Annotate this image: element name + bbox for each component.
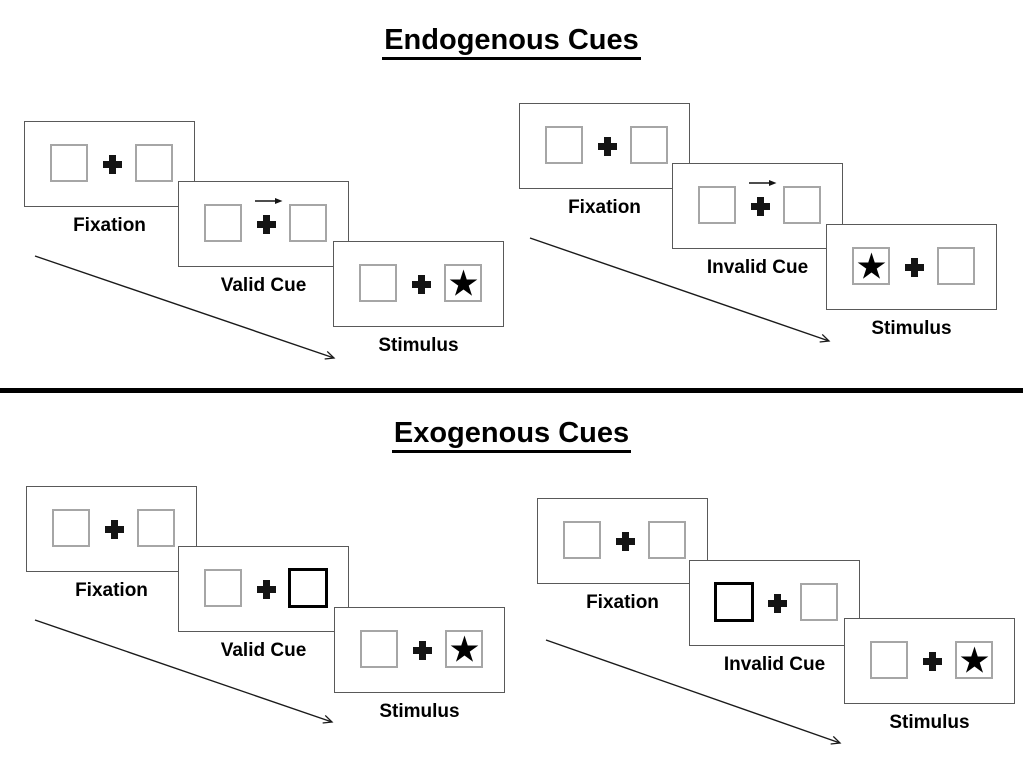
fixation-cross-icon: [616, 532, 635, 551]
placeholder-box-left: [563, 521, 601, 559]
fixation-cross-icon: [751, 197, 770, 216]
stimulus-label: Stimulus: [871, 318, 952, 339]
placeholder-box-left: [698, 186, 736, 224]
section-title-endogenous: Endogenous Cues: [382, 24, 641, 61]
endogenous-invalid-stimulus-frame: Stimulus: [826, 224, 997, 339]
fixation-cross-icon: [103, 155, 122, 174]
fixation-cross-icon: [257, 580, 276, 599]
endogenous-invalid-invalid-cue-frame: Invalid Cue: [672, 163, 843, 278]
placeholder-box-right: [648, 521, 686, 559]
placeholder-box-left: [360, 630, 398, 668]
placeholder-box-left: [52, 509, 90, 547]
placeholder-box-right: [783, 186, 821, 224]
placeholder-box-right: [800, 583, 838, 621]
placeholder-box-right: [937, 247, 975, 285]
exogenous-invalid-fixation-frame: Fixation: [537, 498, 708, 613]
placeholder-box-left: [870, 641, 908, 679]
exogenous-valid-fixation-frame: Fixation: [26, 486, 197, 601]
cue-arrow-right-icon: [255, 198, 283, 204]
fixation-label: Fixation: [73, 215, 146, 236]
timeline-arrow-endogenous-invalid: [529, 237, 829, 341]
fixation-cross-icon: [413, 641, 432, 660]
placeholder-box-right: [137, 509, 175, 547]
section-title-exogenous: Exogenous Cues: [391, 417, 632, 454]
cue-highlight-box-right: [288, 568, 328, 608]
fixation-cross-icon: [923, 652, 942, 671]
placeholder-box-right: [444, 264, 482, 302]
endogenous-valid-fixation-frame: Fixation: [24, 121, 195, 236]
fixation-cross-icon: [412, 275, 431, 294]
fixation-cross-icon: [105, 520, 124, 539]
fixation-cross-icon: [905, 258, 924, 277]
fixation-label: Fixation: [568, 197, 641, 218]
fixation-cross-icon: [257, 215, 276, 234]
placeholder-box-right: [135, 144, 173, 182]
endogenous-valid-stimulus-frame: Stimulus: [333, 241, 504, 356]
fixation-label: Fixation: [75, 580, 148, 601]
fixation-cross-icon: [598, 137, 617, 156]
placeholder-box-left: [545, 126, 583, 164]
timeline-arrow-exogenous-valid: [34, 619, 332, 722]
exogenous-invalid-invalid-cue-frame: Invalid Cue: [689, 560, 860, 675]
placeholder-box-left: [852, 247, 890, 285]
exogenous-invalid-stimulus-frame: Stimulus: [844, 618, 1015, 733]
fixation-cross-icon: [768, 594, 787, 613]
placeholder-box-left: [359, 264, 397, 302]
exogenous-valid-valid-cue-frame: Valid Cue: [178, 546, 349, 661]
valid-cue-label: Valid Cue: [220, 275, 307, 296]
star-stimulus-icon: [450, 635, 478, 662]
valid-cue-label: Valid Cue: [220, 640, 307, 661]
fixation-label: Fixation: [586, 592, 659, 613]
timeline-arrow-endogenous-valid: [34, 255, 334, 358]
cue-highlight-box-left: [714, 582, 754, 622]
placeholder-box-right: [955, 641, 993, 679]
placeholder-box-left: [50, 144, 88, 182]
star-stimulus-icon: [449, 269, 477, 296]
placeholder-box-right: [630, 126, 668, 164]
exogenous-title-row: Exogenous Cues: [0, 417, 1023, 454]
placeholder-box-right: [445, 630, 483, 668]
stimulus-label: Stimulus: [378, 335, 459, 356]
cue-arrow-right-icon: [749, 180, 777, 186]
invalid-cue-label: Invalid Cue: [723, 654, 826, 675]
exogenous-valid-stimulus-frame: Stimulus: [334, 607, 505, 722]
endogenous-valid-valid-cue-frame: Valid Cue: [178, 181, 349, 296]
endogenous-title-row: Endogenous Cues: [0, 24, 1023, 61]
placeholder-box-left: [204, 569, 242, 607]
placeholder-box-right: [289, 204, 327, 242]
star-stimulus-icon: [960, 646, 988, 673]
section-divider: [0, 388, 1023, 393]
endogenous-invalid-fixation-frame: Fixation: [519, 103, 690, 218]
star-stimulus-icon: [857, 252, 885, 279]
stimulus-label: Stimulus: [379, 701, 460, 722]
placeholder-box-left: [204, 204, 242, 242]
stimulus-label: Stimulus: [889, 712, 970, 733]
invalid-cue-label: Invalid Cue: [706, 257, 809, 278]
